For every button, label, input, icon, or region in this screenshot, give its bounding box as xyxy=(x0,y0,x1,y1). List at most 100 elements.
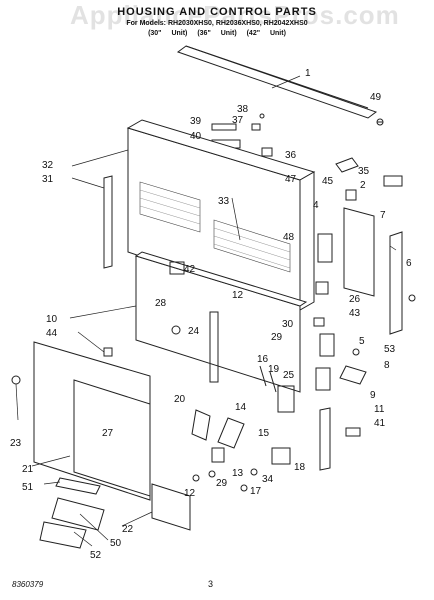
callout-44: 44 xyxy=(46,328,58,339)
page-number: 3 xyxy=(208,579,214,589)
part-31-side-bar xyxy=(103,175,113,269)
callout-31: 31 xyxy=(42,174,54,185)
callout-52: 52 xyxy=(90,550,102,561)
part-4-transformer xyxy=(317,233,333,263)
callout-33: 33 xyxy=(218,196,230,207)
callout-15: 15 xyxy=(258,428,270,439)
callout-1: 1 xyxy=(305,68,311,79)
callout-24: 24 xyxy=(188,326,200,337)
part-21-front-panel xyxy=(33,341,151,501)
callout-2: 2 xyxy=(360,180,366,191)
callout-8: 8 xyxy=(384,360,390,371)
watermark: AppliancePartsPros.com xyxy=(70,0,400,30)
callout-39: 39 xyxy=(190,116,202,127)
callout-50: 50 xyxy=(110,538,122,549)
callout-28: 28 xyxy=(155,298,167,309)
part-29-screw xyxy=(208,470,216,478)
callout-5: 5 xyxy=(359,336,365,347)
part-1-top-strip xyxy=(176,45,378,119)
part-26-bracket xyxy=(315,281,329,295)
part-19-pin xyxy=(269,371,277,393)
part-44-clip xyxy=(103,347,113,357)
part-16-pin xyxy=(259,365,267,387)
part-41-clip xyxy=(345,427,361,437)
callout-20: 20 xyxy=(174,394,186,405)
diagram-title: HOUSING AND CONTROL PARTS xyxy=(117,6,317,18)
part-24-tube xyxy=(209,311,219,383)
part-52-handle xyxy=(39,521,87,549)
callout-32: 32 xyxy=(42,160,54,171)
callout-49: 49 xyxy=(370,92,382,103)
callout-29: 29 xyxy=(271,332,283,343)
callout-35: 35 xyxy=(358,166,370,177)
callout-27: 27 xyxy=(102,428,114,439)
part-18-bracket xyxy=(271,447,291,465)
callout-18: 18 xyxy=(294,462,306,473)
callout-10: 10 xyxy=(46,314,58,325)
part-42-label xyxy=(169,261,185,275)
callout-53: 53 xyxy=(384,344,396,355)
callout-26: 26 xyxy=(349,294,361,305)
callout-51: 51 xyxy=(22,482,34,493)
callout-19: 19 xyxy=(268,364,280,375)
part-13-bracket xyxy=(211,447,225,463)
part-9-plate xyxy=(315,367,331,391)
part-8-light-socket xyxy=(339,365,367,385)
part-2-bracket xyxy=(335,157,359,173)
callout-29-lower: 29 xyxy=(216,478,228,489)
callout-6: 6 xyxy=(406,258,412,269)
callout-14: 14 xyxy=(235,402,247,413)
units-line: (30" Unit) (36" Unit) (42" Unit) xyxy=(148,30,286,37)
part-6-side-rail xyxy=(389,231,416,335)
part-50-bracket xyxy=(51,497,105,531)
callout-7: 7 xyxy=(380,210,386,221)
callout-47: 47 xyxy=(285,174,297,185)
callout-37: 37 xyxy=(232,115,244,126)
callout-12-lower: 12 xyxy=(184,488,196,499)
callout-36: 36 xyxy=(285,150,297,161)
part-49-screw xyxy=(376,118,384,126)
part-20-latch xyxy=(191,409,211,441)
part-11-rail xyxy=(319,407,331,471)
callout-34: 34 xyxy=(262,474,274,485)
callout-45: 45 xyxy=(322,176,334,187)
callout-25: 25 xyxy=(283,370,295,381)
document-number: 8360379 xyxy=(12,580,44,589)
models-line: For Models: RH2030XHS0, RH2036XHS0, RH20… xyxy=(126,20,308,27)
part-14-latch xyxy=(217,417,245,449)
callout-43: 43 xyxy=(349,308,361,319)
part-12-screw xyxy=(192,474,200,482)
part-34-screw xyxy=(250,468,258,476)
callout-22: 22 xyxy=(122,524,134,535)
callout-13: 13 xyxy=(232,468,244,479)
callout-42: 42 xyxy=(184,264,196,275)
callout-4: 4 xyxy=(313,200,319,211)
callout-38: 38 xyxy=(237,104,249,115)
part-35-connector xyxy=(383,175,403,187)
part-7-control-housing xyxy=(343,207,375,297)
part-22-cover xyxy=(151,483,191,531)
callout-12: 12 xyxy=(232,290,244,301)
callout-11: 11 xyxy=(374,404,385,415)
part-36-button xyxy=(261,147,273,157)
part-28-knob xyxy=(171,325,181,335)
callout-9: 9 xyxy=(370,390,376,401)
part-37-38-clip xyxy=(251,113,265,131)
part-51-bracket xyxy=(55,477,101,495)
callout-41: 41 xyxy=(374,418,386,429)
callout-16: 16 xyxy=(257,354,269,365)
callout-17: 17 xyxy=(250,486,262,497)
callout-48: 48 xyxy=(283,232,295,243)
callout-30: 30 xyxy=(282,319,294,330)
part-53-screw xyxy=(352,348,360,356)
part-43-clip xyxy=(313,317,325,327)
part-45-bracket xyxy=(345,189,357,201)
part-25-bracket xyxy=(277,385,295,413)
callout-23: 23 xyxy=(10,438,22,449)
part-23-screw xyxy=(11,375,21,385)
callout-40: 40 xyxy=(190,131,202,142)
part-17-screw xyxy=(240,484,248,492)
callout-21: 21 xyxy=(22,464,34,475)
part-5-switch-plate xyxy=(319,333,335,357)
